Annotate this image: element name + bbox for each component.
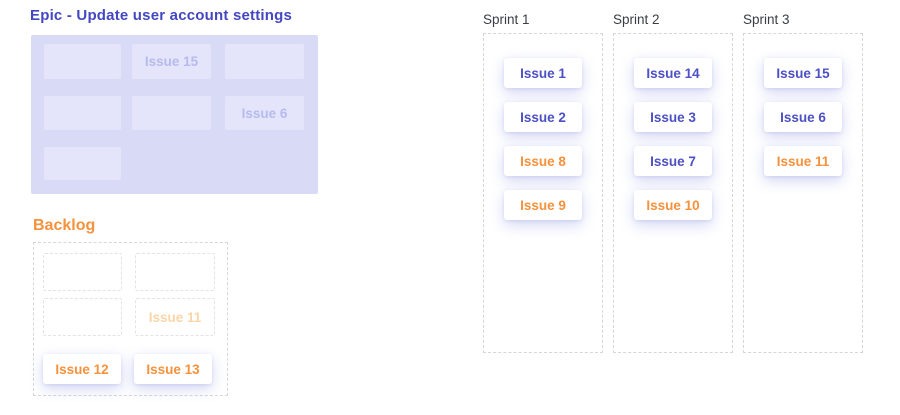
epic-card-placeholder <box>44 96 121 130</box>
card-issue-12[interactable]: Issue 12 <box>43 354 121 384</box>
sprint-3-header: Sprint 3 <box>743 12 790 27</box>
card-issue-15[interactable]: Issue 15 <box>764 58 842 88</box>
epic-card-issue-15: Issue 15 <box>132 44 211 79</box>
card-issue-11[interactable]: Issue 11 <box>764 146 842 176</box>
sprint-1-column: Sprint 1 Issue 1 Issue 2 Issue 8 Issue 9 <box>483 12 603 353</box>
backlog-title: Backlog <box>33 217 96 234</box>
card-issue-6[interactable]: Issue 6 <box>764 102 842 132</box>
backlog-placeholder-card <box>43 253 122 291</box>
card-issue-9[interactable]: Issue 9 <box>504 190 582 220</box>
sprint-2-header: Sprint 2 <box>613 12 660 27</box>
sprint-2-column: Sprint 2 Issue 14 Issue 3 Issue 7 Issue … <box>613 12 733 353</box>
backlog-ghost-card-issue-11: Issue 11 <box>135 298 215 336</box>
sprint-3-dropzone: Issue 15 Issue 6 Issue 11 <box>743 33 863 353</box>
epic-board: Issue 15 Issue 6 <box>31 35 318 194</box>
backlog-placeholder-card <box>135 253 215 291</box>
epic-card-placeholder <box>132 96 211 130</box>
card-issue-3[interactable]: Issue 3 <box>634 102 712 132</box>
backlog-placeholder-card <box>43 298 122 336</box>
epic-title: Epic - Update user account settings <box>30 7 293 24</box>
card-issue-2[interactable]: Issue 2 <box>504 102 582 132</box>
sprint-3-column: Sprint 3 Issue 15 Issue 6 Issue 11 <box>743 12 863 353</box>
sprint-1-header: Sprint 1 <box>483 12 530 27</box>
sprint-2-dropzone: Issue 14 Issue 3 Issue 7 Issue 10 <box>613 33 733 353</box>
card-issue-14[interactable]: Issue 14 <box>634 58 712 88</box>
backlog-board: Issue 11 Issue 12 Issue 13 <box>33 242 228 396</box>
epic-card-placeholder <box>225 44 304 79</box>
epic-card-placeholder <box>44 44 121 79</box>
epic-card-placeholder <box>44 147 121 180</box>
epic-card-issue-6: Issue 6 <box>225 96 304 130</box>
sprint-1-dropzone: Issue 1 Issue 2 Issue 8 Issue 9 <box>483 33 603 353</box>
card-issue-10[interactable]: Issue 10 <box>634 190 712 220</box>
card-issue-7[interactable]: Issue 7 <box>634 146 712 176</box>
card-issue-1[interactable]: Issue 1 <box>504 58 582 88</box>
card-issue-8[interactable]: Issue 8 <box>504 146 582 176</box>
card-issue-13[interactable]: Issue 13 <box>134 354 212 384</box>
